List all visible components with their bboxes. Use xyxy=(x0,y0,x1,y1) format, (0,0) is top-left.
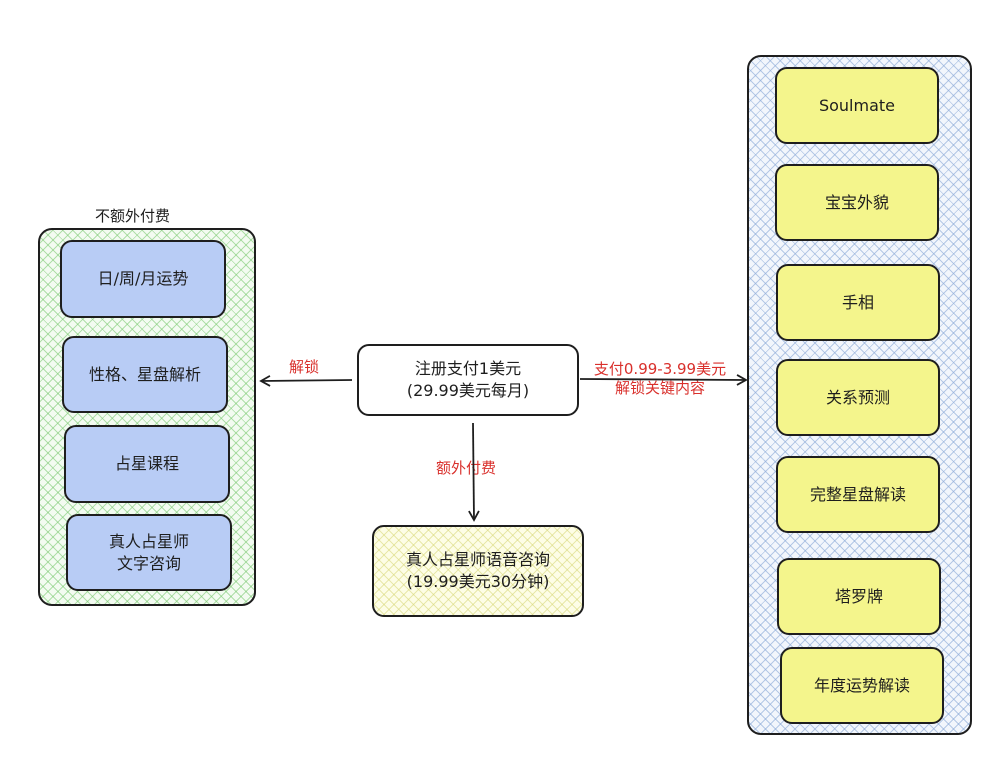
unlock-label: 解锁 xyxy=(289,358,320,376)
unlock-key-content-text: 解锁关键内容 xyxy=(614,378,705,397)
daily-horoscope-node: 日/周/月运势 xyxy=(60,240,226,318)
free-group-title: 不额外付费 xyxy=(95,207,171,225)
relationship-prediction-node: 关系预测 xyxy=(776,359,940,436)
annual-horoscope-node: 年度运势解读 xyxy=(780,647,944,724)
baby-appearance-node: 宝宝外貌 xyxy=(775,164,939,241)
tarot-node: 塔罗牌 xyxy=(777,558,941,635)
signup-payment-node: 注册支付1美元 (29.99美元每月) xyxy=(357,344,579,416)
astrology-course-node: 占星课程 xyxy=(64,425,230,503)
arrow-to-voice-consult xyxy=(468,422,480,522)
pay-amount-text: 支付0.99-3.99美元 xyxy=(593,360,727,378)
astrologer-text-consult-node: 真人占星师 文字咨询 xyxy=(66,514,232,591)
arrow-to-paid-group xyxy=(579,374,748,386)
palmistry-node: 手相 xyxy=(776,264,940,341)
pay-unlock-label: 支付0.99-3.99美元 解锁关键内容 xyxy=(584,360,736,398)
personality-chart-node: 性格、星盘解析 xyxy=(62,336,228,413)
voice-consult-node: 真人占星师语音咨询 (19.99美元30分钟) xyxy=(372,525,584,617)
arrow-to-free-group xyxy=(259,375,353,387)
extra-fee-label: 额外付费 xyxy=(436,459,497,477)
soulmate-node: Soulmate xyxy=(775,67,939,144)
full-chart-reading-node: 完整星盘解读 xyxy=(776,456,940,533)
